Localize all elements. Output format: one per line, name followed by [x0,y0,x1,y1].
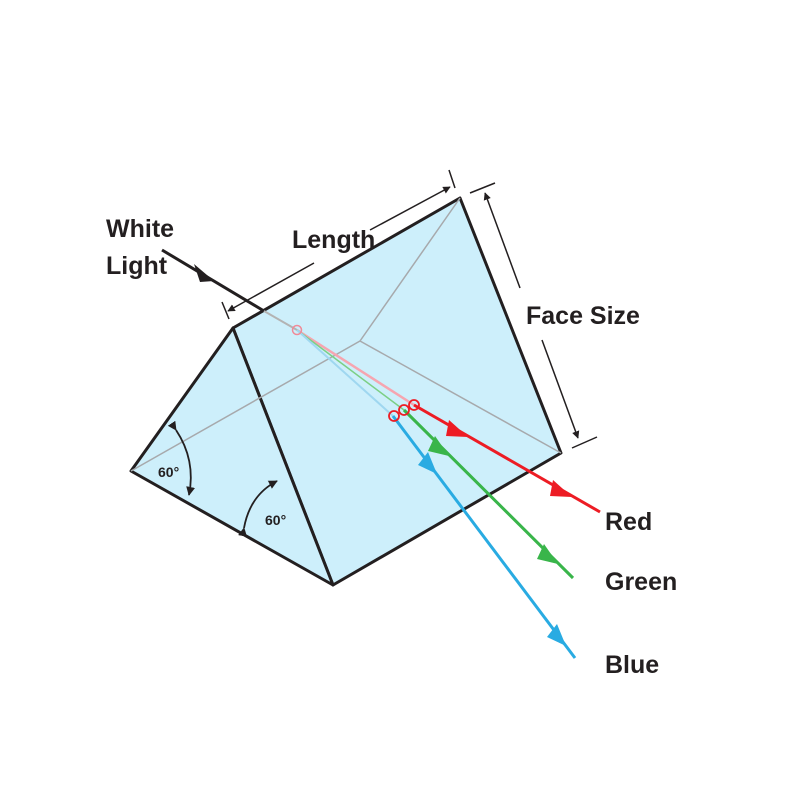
entry-point-marker [291,324,303,336]
green-ray [402,408,575,580]
face-size-dimension [469,182,598,449]
red-ray-inside [296,328,415,407]
white-light-label-2: Light [106,252,168,280]
white-light-label-1: White [106,215,174,243]
exit-marker-green [398,404,410,416]
green-label: Green [605,568,677,596]
angle-label-1: 60° [158,464,179,480]
angle-label-2: 60° [265,512,286,528]
blue-ray [391,415,577,659]
white-light-arrowhead [194,264,214,282]
red-label: Red [605,508,652,536]
green-ray-inside [296,329,405,411]
blue-label: Blue [605,651,659,679]
blue-ray-inside [296,329,394,417]
white-light-inside [263,310,298,331]
exit-marker-red [408,399,420,411]
length-dimension [221,169,456,320]
angle-arc-2 [238,480,278,537]
prism-front-face [129,326,335,587]
red-ray [413,403,601,514]
exit-marker-blue [388,410,400,422]
angle-arc-1 [167,420,195,496]
face-size-label: Face Size [526,302,640,330]
length-label: Length [292,226,375,254]
